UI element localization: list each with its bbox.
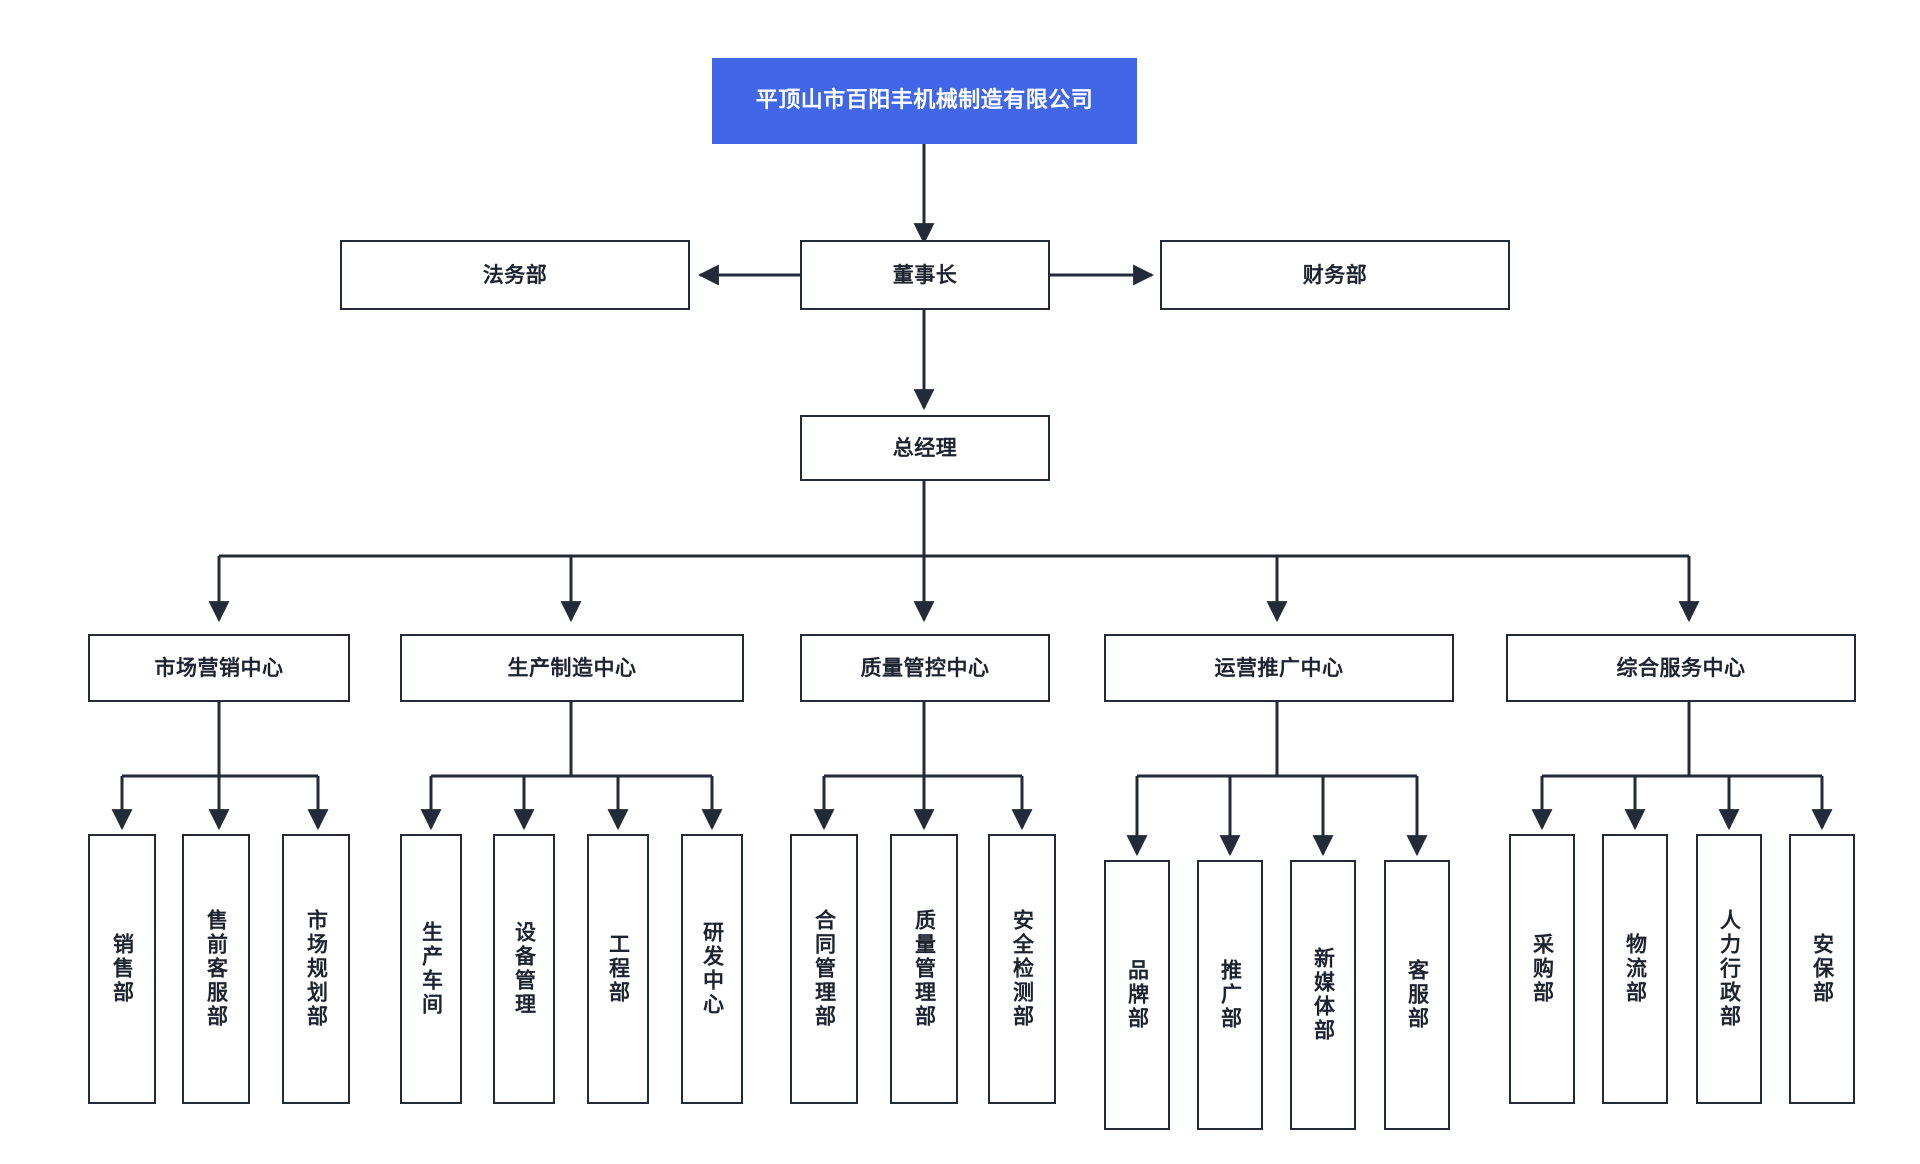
node-chairman[interactable]: 董事长 xyxy=(800,240,1050,310)
node-label-dept-customer-service: 客服部 xyxy=(1405,959,1430,1031)
node-label-dept-presales-service: 售前客服部 xyxy=(204,909,229,1029)
node-finance-department[interactable]: 财务部 xyxy=(1160,240,1510,310)
node-label-center-services: 综合服务中心 xyxy=(1616,655,1746,680)
node-label-dept-logistics: 物流部 xyxy=(1623,933,1648,1005)
node-center-marketing[interactable]: 市场营销中心 xyxy=(88,634,350,702)
node-label-center-quality: 质量管控中心 xyxy=(860,655,990,680)
node-dept-equipment-management[interactable]: 设备管理 xyxy=(493,834,555,1104)
node-label-chairman: 董事长 xyxy=(892,262,958,287)
node-label-dept-market-planning: 市场规划部 xyxy=(304,909,329,1029)
node-dept-promotion[interactable]: 推广部 xyxy=(1197,860,1263,1130)
node-label-dept-new-media: 新媒体部 xyxy=(1311,947,1336,1043)
node-general-manager[interactable]: 总经理 xyxy=(800,415,1050,481)
node-label-dept-procurement: 采购部 xyxy=(1530,933,1555,1005)
node-label-general-manager: 总经理 xyxy=(892,435,958,460)
node-label-dept-security: 安保部 xyxy=(1810,933,1835,1005)
node-label-finance: 财务部 xyxy=(1302,262,1368,287)
node-dept-security[interactable]: 安保部 xyxy=(1789,834,1855,1104)
node-dept-logistics[interactable]: 物流部 xyxy=(1602,834,1668,1104)
node-center-quality[interactable]: 质量管控中心 xyxy=(800,634,1050,702)
node-dept-safety-inspection[interactable]: 安全检测部 xyxy=(988,834,1056,1104)
node-dept-sales[interactable]: 销售部 xyxy=(88,834,156,1104)
node-label-dept-production-workshop: 生产车间 xyxy=(419,921,444,1017)
node-label-center-production: 生产制造中心 xyxy=(507,655,637,680)
node-label-dept-safety-inspection: 安全检测部 xyxy=(1010,909,1035,1029)
node-label-center-marketing: 市场营销中心 xyxy=(154,655,284,680)
node-label-dept-brand: 品牌部 xyxy=(1125,959,1150,1031)
node-dept-presales-service[interactable]: 售前客服部 xyxy=(182,834,250,1104)
node-dept-new-media[interactable]: 新媒体部 xyxy=(1290,860,1356,1130)
node-legal-department[interactable]: 法务部 xyxy=(340,240,690,310)
node-label-company: 平顶山市百阳丰机械制造有限公司 xyxy=(755,88,1094,114)
node-dept-brand[interactable]: 品牌部 xyxy=(1104,860,1170,1130)
node-label-dept-engineering: 工程部 xyxy=(606,933,631,1005)
node-dept-quality-management[interactable]: 质量管理部 xyxy=(890,834,958,1104)
node-label-dept-quality-management: 质量管理部 xyxy=(912,909,937,1029)
node-dept-customer-service[interactable]: 客服部 xyxy=(1384,860,1450,1130)
node-dept-rnd-center[interactable]: 研发中心 xyxy=(681,834,743,1104)
node-label-dept-contract-management: 合同管理部 xyxy=(812,909,837,1029)
node-label-dept-rnd-center: 研发中心 xyxy=(700,921,725,1017)
node-dept-production-workshop[interactable]: 生产车间 xyxy=(400,834,462,1104)
node-center-services[interactable]: 综合服务中心 xyxy=(1506,634,1856,702)
node-dept-procurement[interactable]: 采购部 xyxy=(1509,834,1575,1104)
node-center-production[interactable]: 生产制造中心 xyxy=(400,634,744,702)
node-dept-hr-administration[interactable]: 人力行政部 xyxy=(1696,834,1762,1104)
node-label-dept-equipment-management: 设备管理 xyxy=(512,921,537,1017)
node-label-dept-promotion: 推广部 xyxy=(1218,959,1243,1031)
node-dept-contract-management[interactable]: 合同管理部 xyxy=(790,834,858,1104)
node-label-dept-sales: 销售部 xyxy=(110,933,135,1005)
node-label-center-operations: 运营推广中心 xyxy=(1214,655,1344,680)
node-label-dept-hr-administration: 人力行政部 xyxy=(1717,909,1742,1029)
node-dept-market-planning[interactable]: 市场规划部 xyxy=(282,834,350,1104)
node-label-legal: 法务部 xyxy=(482,262,548,287)
node-dept-engineering[interactable]: 工程部 xyxy=(587,834,649,1104)
node-center-operations[interactable]: 运营推广中心 xyxy=(1104,634,1454,702)
node-company-root[interactable]: 平顶山市百阳丰机械制造有限公司 xyxy=(712,58,1137,144)
